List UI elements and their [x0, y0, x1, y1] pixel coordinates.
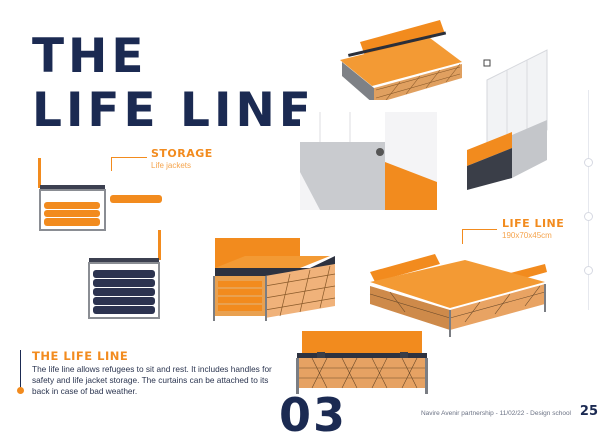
storage-title: STORAGE	[151, 147, 213, 160]
page-title-line-2: LIFE LINE	[32, 83, 315, 138]
page-title-line-1: THE	[32, 29, 148, 84]
section-title: THE LIFE LINE	[32, 349, 129, 363]
footer-text: Navire Avenir partnership - 11/02/22 - D…	[420, 410, 571, 417]
side-nav-dot-1[interactable]	[584, 158, 593, 167]
section-marker-dot	[17, 387, 24, 394]
storage-callout-line	[112, 157, 147, 158]
bench-render-center	[213, 238, 336, 321]
side-nav-dot-3[interactable]	[584, 266, 593, 275]
section-description: The life line allows refugees to sit and…	[32, 364, 272, 396]
bench-render-front	[296, 331, 428, 394]
lifeline-callout-tick	[462, 229, 463, 244]
storage-side-view	[38, 158, 162, 231]
side-nav-dot-2[interactable]	[584, 212, 593, 221]
side-nav-line	[588, 90, 589, 310]
storage-curtain-view	[88, 230, 161, 319]
bench-render-top	[340, 20, 462, 100]
chapter-number: 03	[279, 388, 348, 435]
bench-render-long	[369, 254, 547, 337]
storage-subtitle: Life jackets	[151, 161, 192, 170]
section-rule	[20, 350, 21, 392]
page-title: THE LIFE LINE	[32, 30, 315, 138]
lifeline-callout-line	[462, 229, 497, 230]
page-number: 25	[579, 404, 598, 419]
storage-callout-tick	[111, 157, 112, 171]
bench-closeup-render	[300, 112, 437, 210]
bench-render-curtain	[467, 49, 548, 190]
lifeline-title: LIFE LINE	[502, 217, 565, 230]
lifeline-subtitle: 190x70x45cm	[502, 231, 552, 240]
